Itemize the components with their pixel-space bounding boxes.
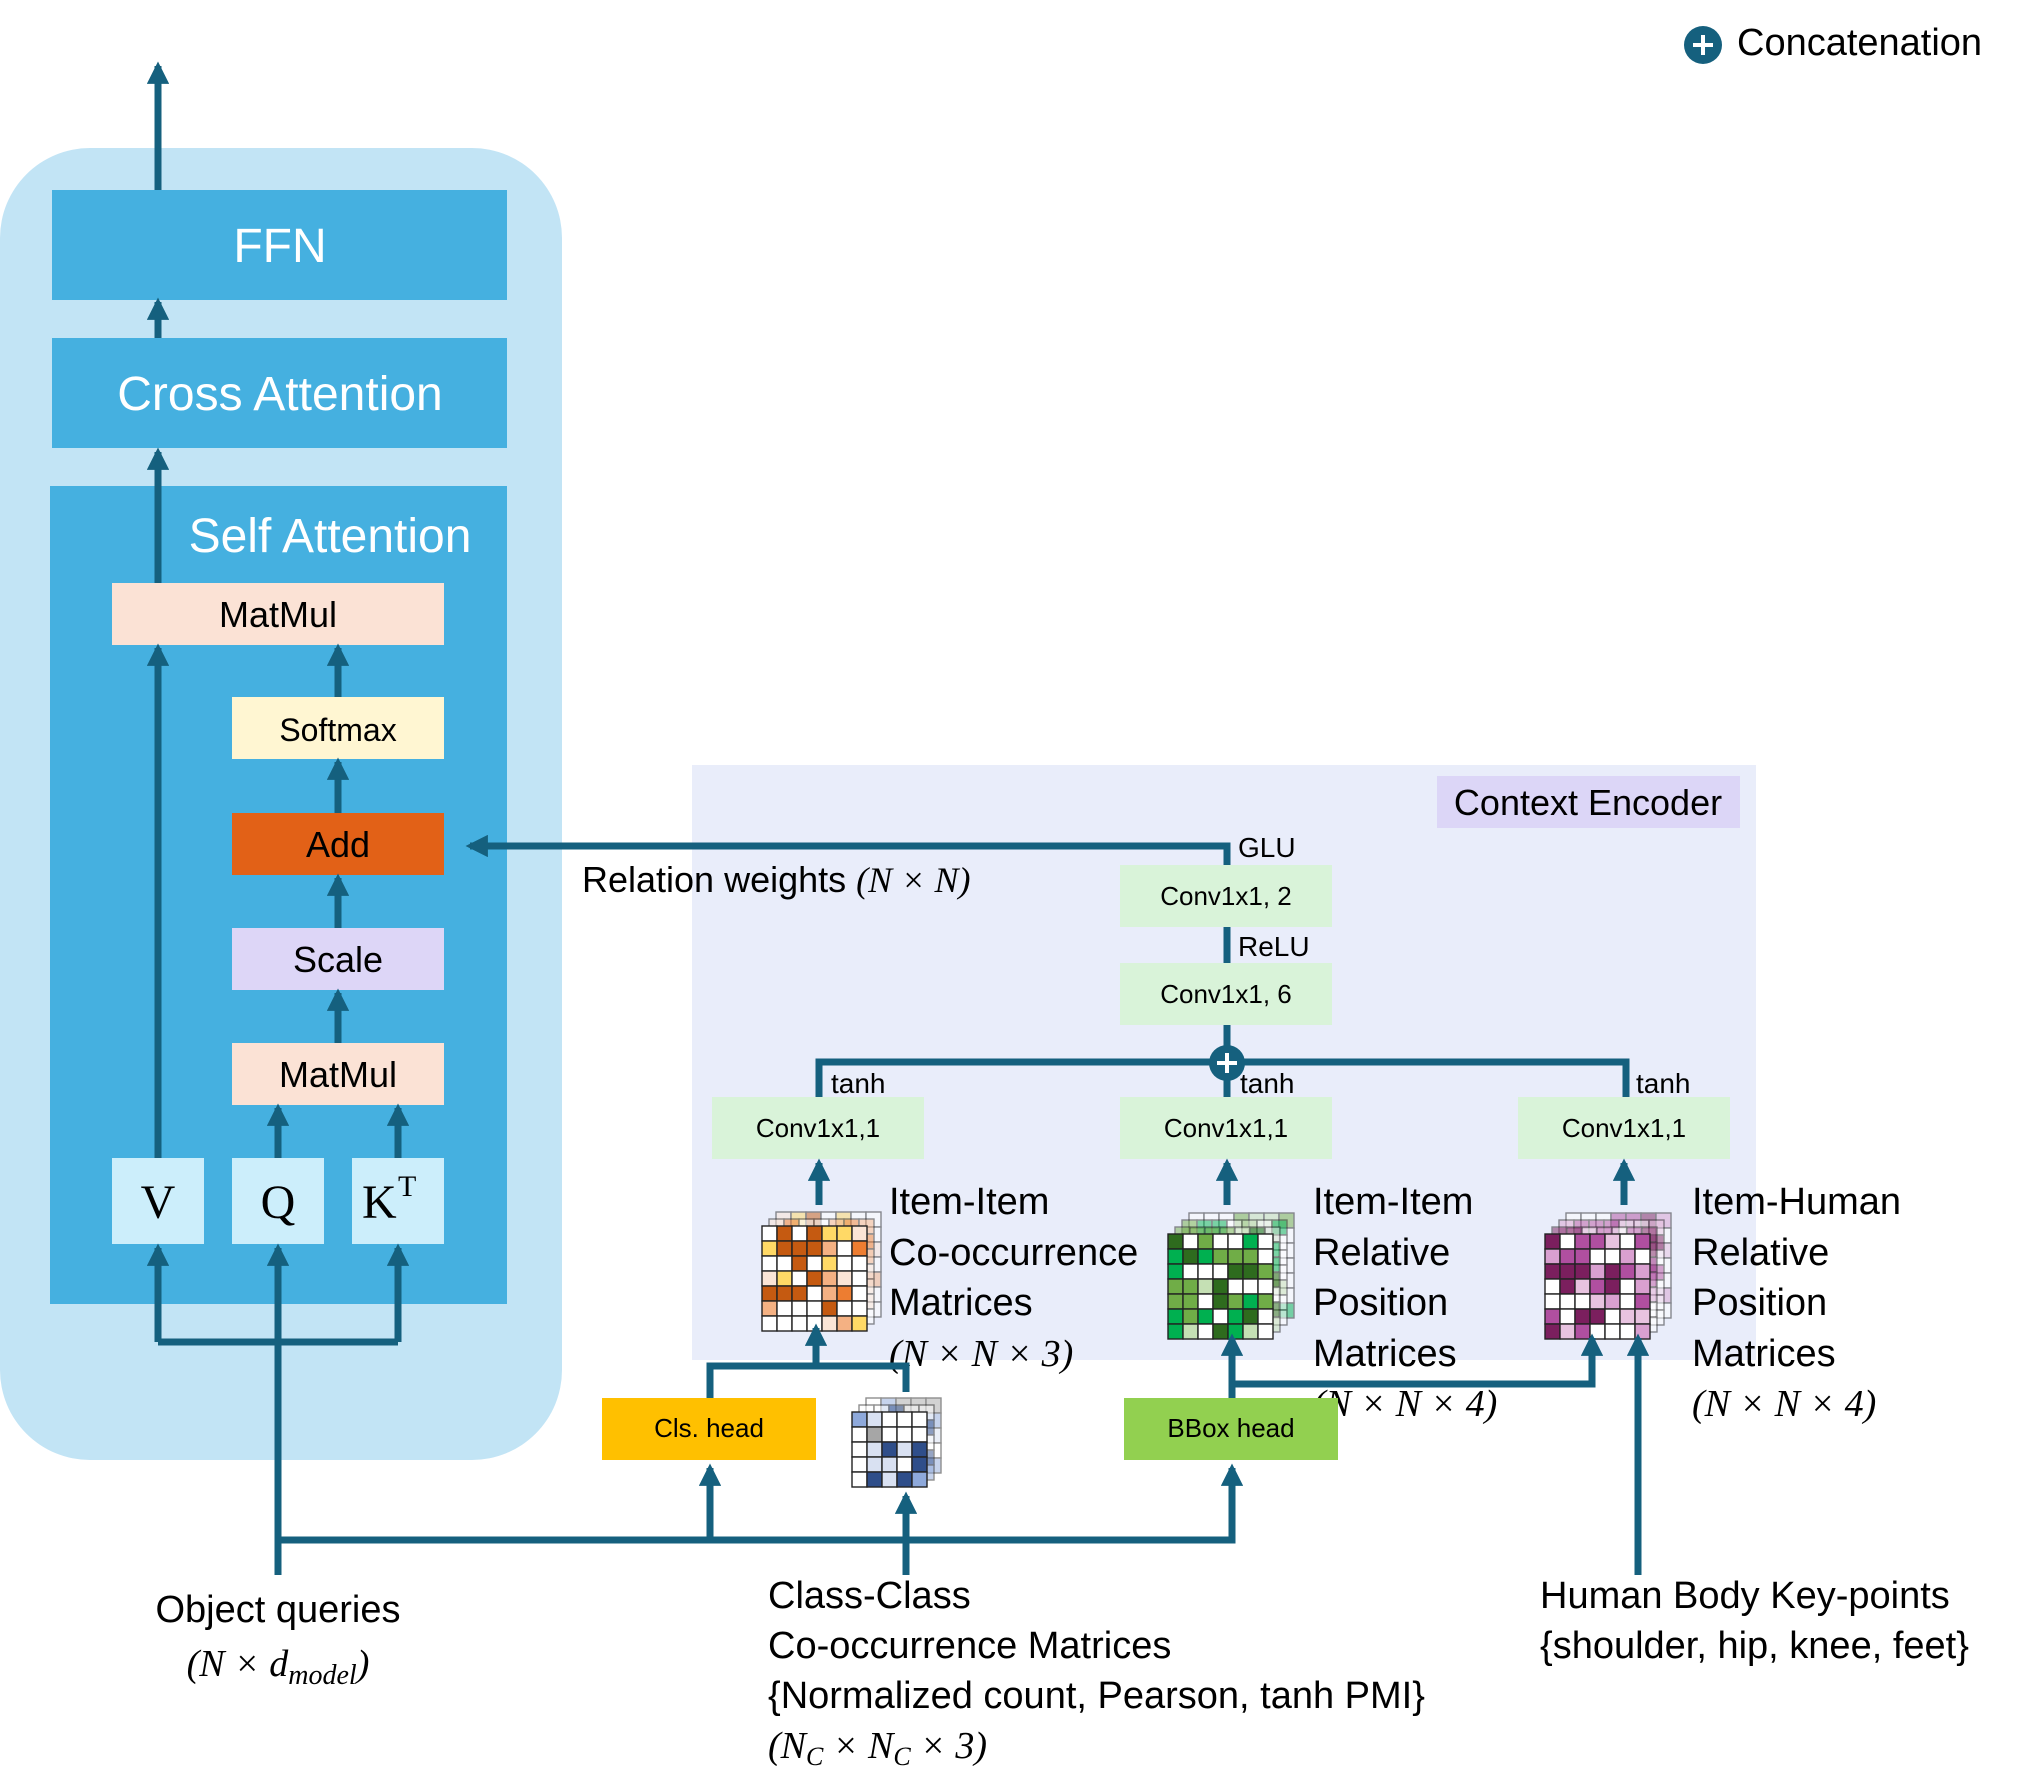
context-encoder-title: Context Encoder [1454, 782, 1722, 823]
cooc-label-line1: Item-Item [889, 1181, 1049, 1223]
softmax-label: Softmax [279, 712, 396, 748]
relpos-label-line4: Matrices [1313, 1333, 1457, 1375]
conv-branch-3-block [1518, 1097, 1730, 1159]
cooc-label-line2: Co-occurrence [889, 1232, 1138, 1274]
object-queries-label: Object queries (N × dmodel) [155, 1589, 400, 1691]
cooccurrence-matrix-stack [761, 1211, 882, 1332]
k-block [352, 1158, 444, 1244]
input-wiring: Cls. head BBox head [278, 1323, 1650, 1575]
matmul-top-label: MatMul [219, 594, 337, 635]
queries-to-bbox-arrow [278, 1463, 1244, 1544]
conv-mid-label: Conv1x1, 6 [1160, 979, 1292, 1009]
bbox-head-label: BBox head [1167, 1413, 1294, 1443]
matmul-bottom-block [232, 1043, 444, 1105]
add-block [232, 813, 444, 875]
class-class-label: Class-Class Co-occurrence Matrices {Norm… [768, 1575, 1425, 1766]
relpos-label-dims: (N × N × 4) [1313, 1383, 1497, 1425]
relative-position-matrix-stack [1167, 1212, 1295, 1340]
class-class-line3: {Normalized count, Pearson, tanh PMI} [768, 1675, 1425, 1717]
relpos-label-line2: Relative [1313, 1232, 1450, 1274]
human-position-matrix-stack [1544, 1212, 1672, 1340]
ffn-label: FFN [233, 220, 326, 273]
ffn-block [52, 190, 507, 300]
self-attention-label: Self Attention [189, 510, 472, 563]
softmax-block [232, 697, 444, 759]
conv-branch-3-label: Conv1x1,1 [1562, 1113, 1686, 1143]
humanpos-label-line3: Position [1692, 1282, 1827, 1324]
human-position-label: Item-Human Relative Position Matrices (N… [1692, 1181, 1901, 1425]
humanpos-label-line4: Matrices [1692, 1333, 1836, 1375]
tanh-label-1: tanh [831, 1068, 886, 1099]
cls-merge-line [706, 1362, 910, 1398]
matmul-top-block [112, 583, 444, 645]
class-class-line2: Co-occurrence Matrices [768, 1625, 1171, 1667]
k-label: K [362, 1176, 397, 1229]
v-block [112, 1158, 204, 1244]
context-encoder-title-bg [1437, 776, 1740, 828]
bbox-head-block [1124, 1398, 1338, 1460]
bbox-to-humanpos-arrow [1232, 1333, 1604, 1388]
human-body-label: Human Body Key-points {shoulder, hip, kn… [1540, 1575, 1969, 1667]
class-class-matrix-stack [851, 1397, 942, 1488]
conv-branch-1-label: Conv1x1,1 [756, 1113, 880, 1143]
relation-weights-arrow [465, 834, 1231, 865]
cross-attention-label: Cross Attention [117, 368, 443, 421]
cls-head-block [602, 1398, 816, 1460]
cls-head-label: Cls. head [654, 1413, 764, 1443]
tanh-label-3: tanh [1636, 1068, 1691, 1099]
conv-top-label: Conv1x1, 2 [1160, 881, 1292, 911]
relation-weights-label: Relation weights(N × N) [582, 859, 970, 900]
decoder-panel: FFN Cross Attention Self Attention MatMu… [0, 61, 562, 1575]
class-class-dims: (NC × NC × 3) [768, 1725, 987, 1766]
relpos-label-line3: Position [1313, 1282, 1448, 1324]
legend-concatenation-label: Concatenation [1737, 22, 1982, 64]
humanpos-label-line1: Item-Human [1692, 1181, 1901, 1223]
scale-block [232, 928, 444, 990]
cooccurrence-label: Item-Item Co-occurrence Matrices (N × N … [889, 1181, 1138, 1375]
k-transpose-sup: T [398, 1170, 416, 1203]
conv-mid-block [1120, 963, 1332, 1025]
cooc-label-dims: (N × N × 3) [889, 1333, 1073, 1375]
q-label: Q [261, 1176, 296, 1229]
cooc-label-line3: Matrices [889, 1282, 1033, 1324]
relative-position-label: Item-Item Relative Position Matrices (N … [1313, 1181, 1497, 1425]
object-queries-dims: (N × dmodel) [187, 1643, 370, 1691]
conv-branch-1-block [712, 1097, 924, 1159]
object-queries-title: Object queries [155, 1589, 400, 1631]
add-label: Add [306, 824, 370, 865]
cross-attention-block [52, 338, 507, 448]
human-body-title: Human Body Key-points [1540, 1575, 1950, 1617]
humanpos-label-line2: Relative [1692, 1232, 1829, 1274]
relu-label: ReLU [1238, 931, 1310, 962]
human-body-keypoints: {shoulder, hip, knee, feet} [1540, 1625, 1969, 1667]
humanpos-label-dims: (N × N × 4) [1692, 1383, 1876, 1425]
q-block [232, 1158, 324, 1244]
matmul-bottom-label: MatMul [279, 1054, 397, 1095]
glu-label: GLU [1238, 832, 1296, 863]
relpos-label-line1: Item-Item [1313, 1181, 1473, 1223]
scale-label: Scale [293, 939, 383, 980]
v-label: V [141, 1176, 176, 1229]
conv-branch-2-label: Conv1x1,1 [1164, 1113, 1288, 1143]
conv-branch-2-block [1120, 1097, 1332, 1159]
conv-top-block [1120, 865, 1332, 927]
legend: Concatenation [1684, 22, 1982, 64]
tanh-label-2: tanh [1240, 1068, 1295, 1099]
class-class-title: Class-Class [768, 1575, 971, 1617]
